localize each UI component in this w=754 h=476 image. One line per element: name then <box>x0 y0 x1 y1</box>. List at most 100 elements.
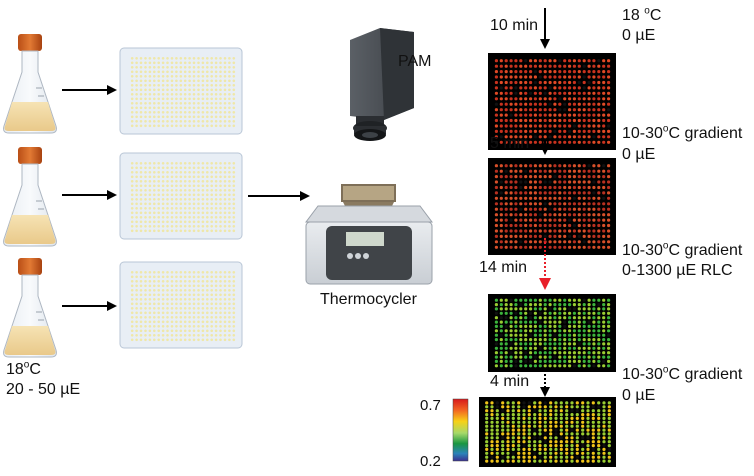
well <box>495 447 499 451</box>
well <box>188 307 191 310</box>
well <box>592 102 596 106</box>
well <box>228 70 231 74</box>
well <box>522 428 526 432</box>
well <box>563 196 567 200</box>
well <box>201 211 205 215</box>
well <box>538 428 542 432</box>
well <box>499 113 503 117</box>
well <box>170 202 174 206</box>
well <box>232 57 236 60</box>
well <box>130 66 134 69</box>
well <box>219 189 222 192</box>
well <box>210 106 213 110</box>
well <box>188 120 191 123</box>
well <box>548 135 552 139</box>
well <box>206 180 209 183</box>
well <box>554 401 558 405</box>
well <box>524 164 528 168</box>
well <box>533 169 538 173</box>
well <box>509 207 513 211</box>
well <box>602 346 606 350</box>
well <box>219 302 222 306</box>
well <box>183 338 187 342</box>
well <box>188 298 191 301</box>
well <box>228 106 231 110</box>
well <box>582 351 586 355</box>
well <box>563 223 567 228</box>
well <box>563 329 567 333</box>
well <box>232 325 236 328</box>
well <box>519 338 523 342</box>
well <box>582 240 586 244</box>
well <box>214 75 218 78</box>
well <box>514 229 518 233</box>
well <box>597 129 601 133</box>
well <box>548 185 552 190</box>
well <box>558 135 562 139</box>
well <box>223 289 227 292</box>
well <box>563 240 567 244</box>
well <box>201 93 205 96</box>
well <box>577 303 581 307</box>
well <box>499 303 503 307</box>
well <box>602 401 606 405</box>
well <box>144 271 147 274</box>
well <box>157 166 160 170</box>
well <box>548 240 552 244</box>
well <box>183 302 187 306</box>
well <box>577 70 581 74</box>
well <box>563 359 567 363</box>
well <box>587 135 591 139</box>
well <box>529 129 533 133</box>
well <box>592 324 596 328</box>
well <box>135 75 138 78</box>
well <box>183 307 187 310</box>
well <box>553 185 557 190</box>
well <box>206 307 209 310</box>
well <box>577 213 581 217</box>
well <box>161 207 165 210</box>
well <box>139 124 143 128</box>
well <box>499 329 503 333</box>
well <box>597 420 601 424</box>
well <box>210 307 213 310</box>
well <box>582 169 586 173</box>
well <box>597 440 601 444</box>
well <box>153 298 156 301</box>
well <box>228 120 231 123</box>
well <box>219 293 222 297</box>
well <box>494 338 498 342</box>
well <box>572 135 577 139</box>
well <box>519 70 523 74</box>
well <box>572 118 577 123</box>
well <box>519 311 523 315</box>
well <box>582 218 586 222</box>
well <box>509 329 513 333</box>
well <box>586 401 590 405</box>
well <box>558 234 562 238</box>
well <box>538 333 542 337</box>
condition-4-temperature: 10-30oC gradient <box>622 364 743 383</box>
well <box>490 444 494 448</box>
well <box>572 324 577 328</box>
well <box>538 405 542 409</box>
well <box>232 166 236 170</box>
interval-label-1: 10 min <box>490 17 539 34</box>
well <box>563 229 567 233</box>
well <box>533 432 537 436</box>
well <box>529 124 533 128</box>
fluorescence-image-2 <box>488 158 616 255</box>
well <box>517 459 521 463</box>
well <box>161 293 165 297</box>
well <box>587 124 591 128</box>
well <box>592 140 596 144</box>
well <box>582 207 586 211</box>
well <box>591 459 595 463</box>
well <box>201 184 205 188</box>
well <box>228 220 231 224</box>
well <box>514 102 518 106</box>
well <box>519 118 523 123</box>
well <box>506 459 510 463</box>
well <box>228 293 231 297</box>
well <box>170 325 174 328</box>
